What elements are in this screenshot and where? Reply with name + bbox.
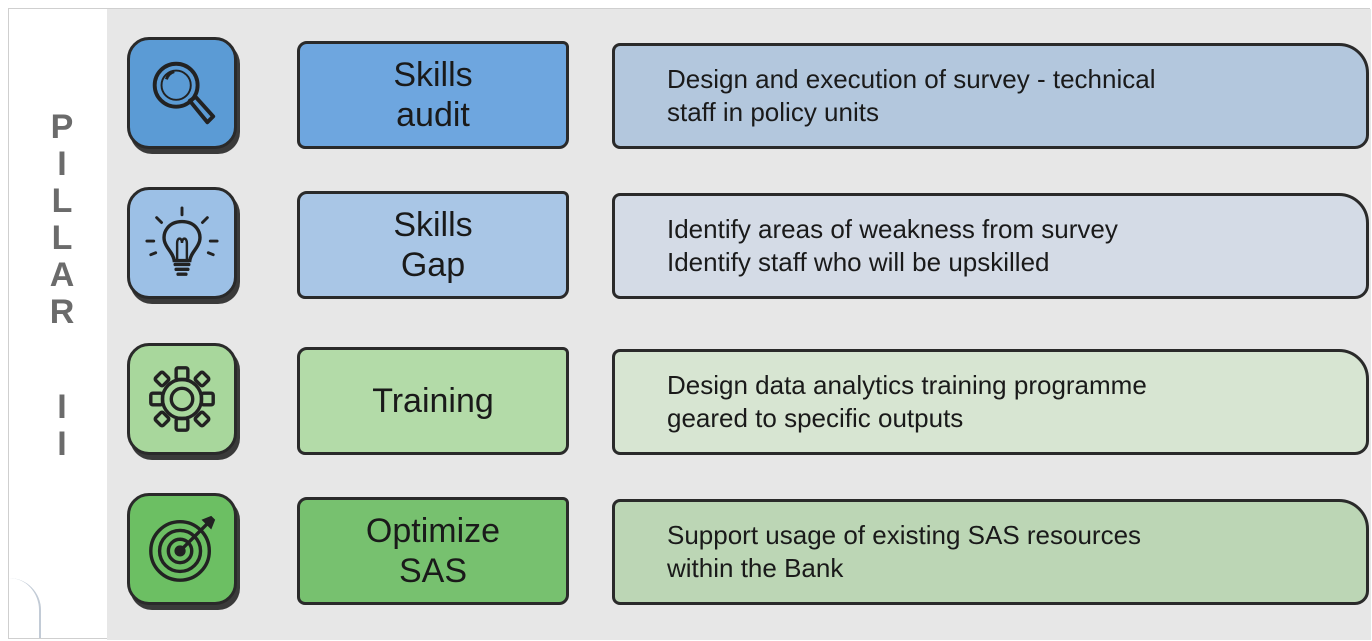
pillar-letter: L <box>51 182 73 220</box>
row-label-text: Skills Gap <box>393 206 473 284</box>
training-description: Design data analytics training programme… <box>612 349 1369 455</box>
decorative-corner-curve <box>9 578 41 638</box>
magnifier-icon <box>152 61 216 125</box>
row-label-text: Optimize SAS <box>365 512 501 590</box>
row-training: Training Design data analytics training … <box>107 337 1371 462</box>
skills-gap-label: Skills Gap <box>297 191 569 299</box>
optimize-sas-label: Optimize SAS <box>297 497 569 605</box>
row-skills-gap: Skills Gap Identify areas of weakness fr… <box>107 181 1371 306</box>
gear-icon <box>149 366 215 432</box>
lightbulb-icon-tile <box>127 187 237 299</box>
pillar-letter: P <box>50 108 74 146</box>
gear-icon-tile <box>127 343 237 455</box>
skills-audit-label: Skills audit <box>297 41 569 149</box>
pillar-letter: L <box>51 219 73 257</box>
pillar-letter: R <box>49 293 75 331</box>
magnifier-icon-tile <box>127 37 237 149</box>
row-description-text: Design data analytics training programme… <box>667 370 1147 433</box>
slide-frame: P I L L A R I I Skills audit <box>8 8 1371 640</box>
pillar-letter: A <box>49 256 75 294</box>
pillar-letter: I <box>57 145 67 183</box>
content-panel: Skills audit Design and execution of sur… <box>107 9 1371 640</box>
pillar-letter: I <box>57 388 67 426</box>
row-description-text: Identify areas of weakness from survey I… <box>667 214 1118 277</box>
row-skills-audit: Skills audit Design and execution of sur… <box>107 31 1371 156</box>
skills-gap-description: Identify areas of weakness from survey I… <box>612 193 1369 299</box>
row-label-text: Skills audit <box>393 56 473 134</box>
skills-audit-description: Design and execution of survey - technic… <box>612 43 1369 149</box>
row-description-text: Design and execution of survey - technic… <box>667 64 1156 127</box>
row-label-text: Training <box>372 382 494 420</box>
pillar-letter: I <box>57 425 67 463</box>
training-label: Training <box>297 347 569 455</box>
target-icon <box>149 515 216 582</box>
target-icon-tile <box>127 493 237 605</box>
lightbulb-icon <box>145 206 219 276</box>
row-description-text: Support usage of existing SAS resources … <box>667 520 1142 583</box>
row-optimize-sas: Optimize SAS Support usage of existing S… <box>107 487 1371 612</box>
pillar-vertical-title: P I L L A R I I <box>9 109 115 463</box>
optimize-sas-description: Support usage of existing SAS resources … <box>612 499 1369 605</box>
sidebar: P I L L A R I I <box>9 9 115 638</box>
